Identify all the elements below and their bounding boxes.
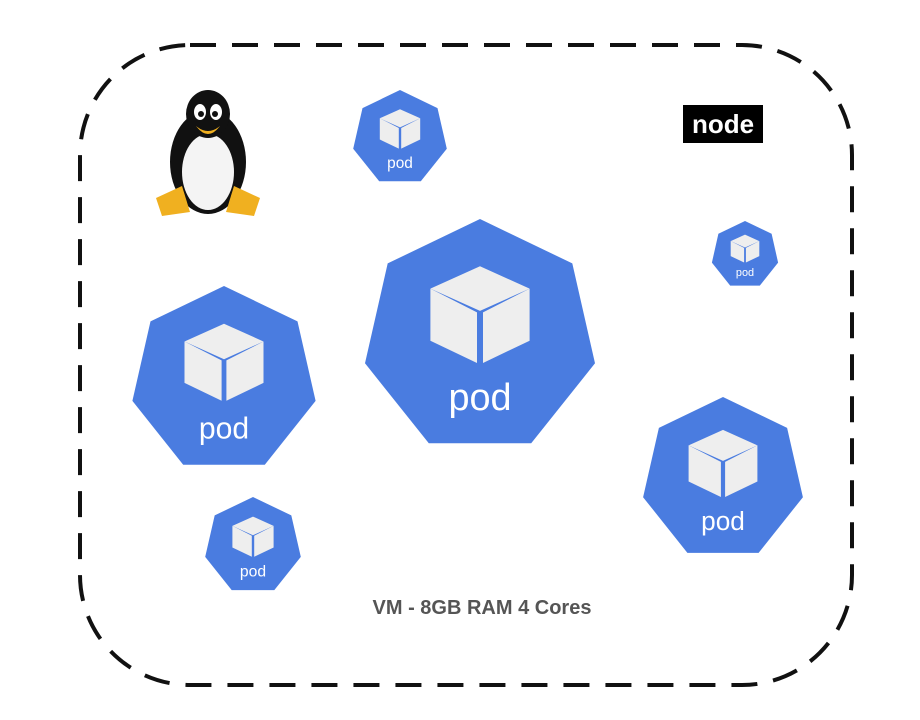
pod-shape [353, 90, 447, 182]
pod-shape [132, 286, 316, 465]
cube-icon [379, 109, 421, 149]
pod-label: pod [387, 155, 413, 172]
pods-layer: pod pod pod pod pod pod [132, 90, 803, 591]
pod-label: pod [240, 563, 266, 580]
pod: pod [711, 221, 779, 286]
pod-shape [365, 219, 595, 444]
pod-label: pod [199, 412, 249, 445]
cube-icon [232, 516, 274, 557]
pod-label: pod [701, 506, 745, 536]
pod: pod [643, 397, 803, 553]
cube-icon [430, 266, 530, 363]
cube-icon [730, 234, 760, 263]
node-boundary [78, 43, 854, 687]
pod: pod [132, 286, 316, 465]
pod-shape [711, 221, 779, 286]
pod: pod [365, 219, 595, 444]
pod-label: pod [448, 377, 511, 419]
pod: pod [205, 497, 301, 591]
pod-shape [205, 497, 301, 591]
node-badge-label: node [692, 109, 754, 139]
pod: pod [353, 90, 447, 182]
vm-caption: VM - 8GB RAM 4 Cores [373, 597, 592, 619]
cube-icon [184, 323, 264, 401]
pod-label: pod [736, 267, 754, 279]
linux-penguin-icon [156, 90, 260, 216]
node-badge [683, 105, 763, 143]
cube-icon [688, 429, 758, 497]
pod-shape [643, 397, 803, 553]
